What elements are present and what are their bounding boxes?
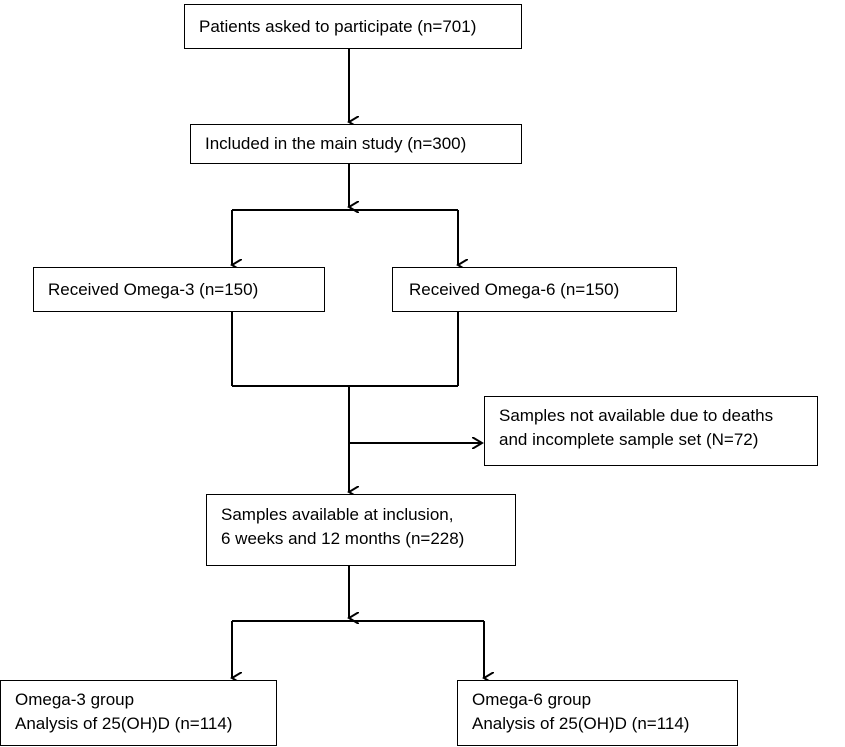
box-samples-available: Samples available at inclusion, 6 weeks … <box>206 494 516 566</box>
box-received-omega3: Received Omega-3 (n=150) <box>33 267 325 312</box>
box-omega3-group-line1: Omega-3 group <box>15 690 135 709</box>
box-samples-not-available-line2: and incomplete sample set (N=72) <box>499 430 759 449</box>
box-received-omega6: Received Omega-6 (n=150) <box>392 267 677 312</box>
box-omega6-group: Omega-6 group Analysis of 25(OH)D (n=114… <box>457 680 738 746</box>
box-samples-not-available-line1: Samples not available due to deaths <box>499 406 774 425</box>
box-samples-not-available: Samples not available due to deaths and … <box>484 396 818 466</box>
box-received-omega6-text: Received Omega-6 (n=150) <box>409 280 620 299</box>
box-omega3-group-line2: Analysis of 25(OH)D (n=114) <box>15 714 233 733</box>
box-omega6-group-line1: Omega-6 group <box>472 690 592 709</box>
box-received-omega3-text: Received Omega-3 (n=150) <box>48 280 259 299</box>
box-patients-asked-text: Patients asked to participate (n=701) <box>199 17 477 36</box>
box-included-main-study: Included in the main study (n=300) <box>190 124 522 164</box>
box-samples-available-line1: Samples available at inclusion, <box>221 505 454 524</box>
box-patients-asked: Patients asked to participate (n=701) <box>184 4 522 49</box>
box-samples-available-line2: 6 weeks and 12 months (n=228) <box>221 529 465 548</box>
box-included-main-study-text: Included in the main study (n=300) <box>205 134 467 153</box>
box-omega6-group-line2: Analysis of 25(OH)D (n=114) <box>472 714 690 733</box>
box-omega3-group: Omega-3 group Analysis of 25(OH)D (n=114… <box>0 680 277 746</box>
